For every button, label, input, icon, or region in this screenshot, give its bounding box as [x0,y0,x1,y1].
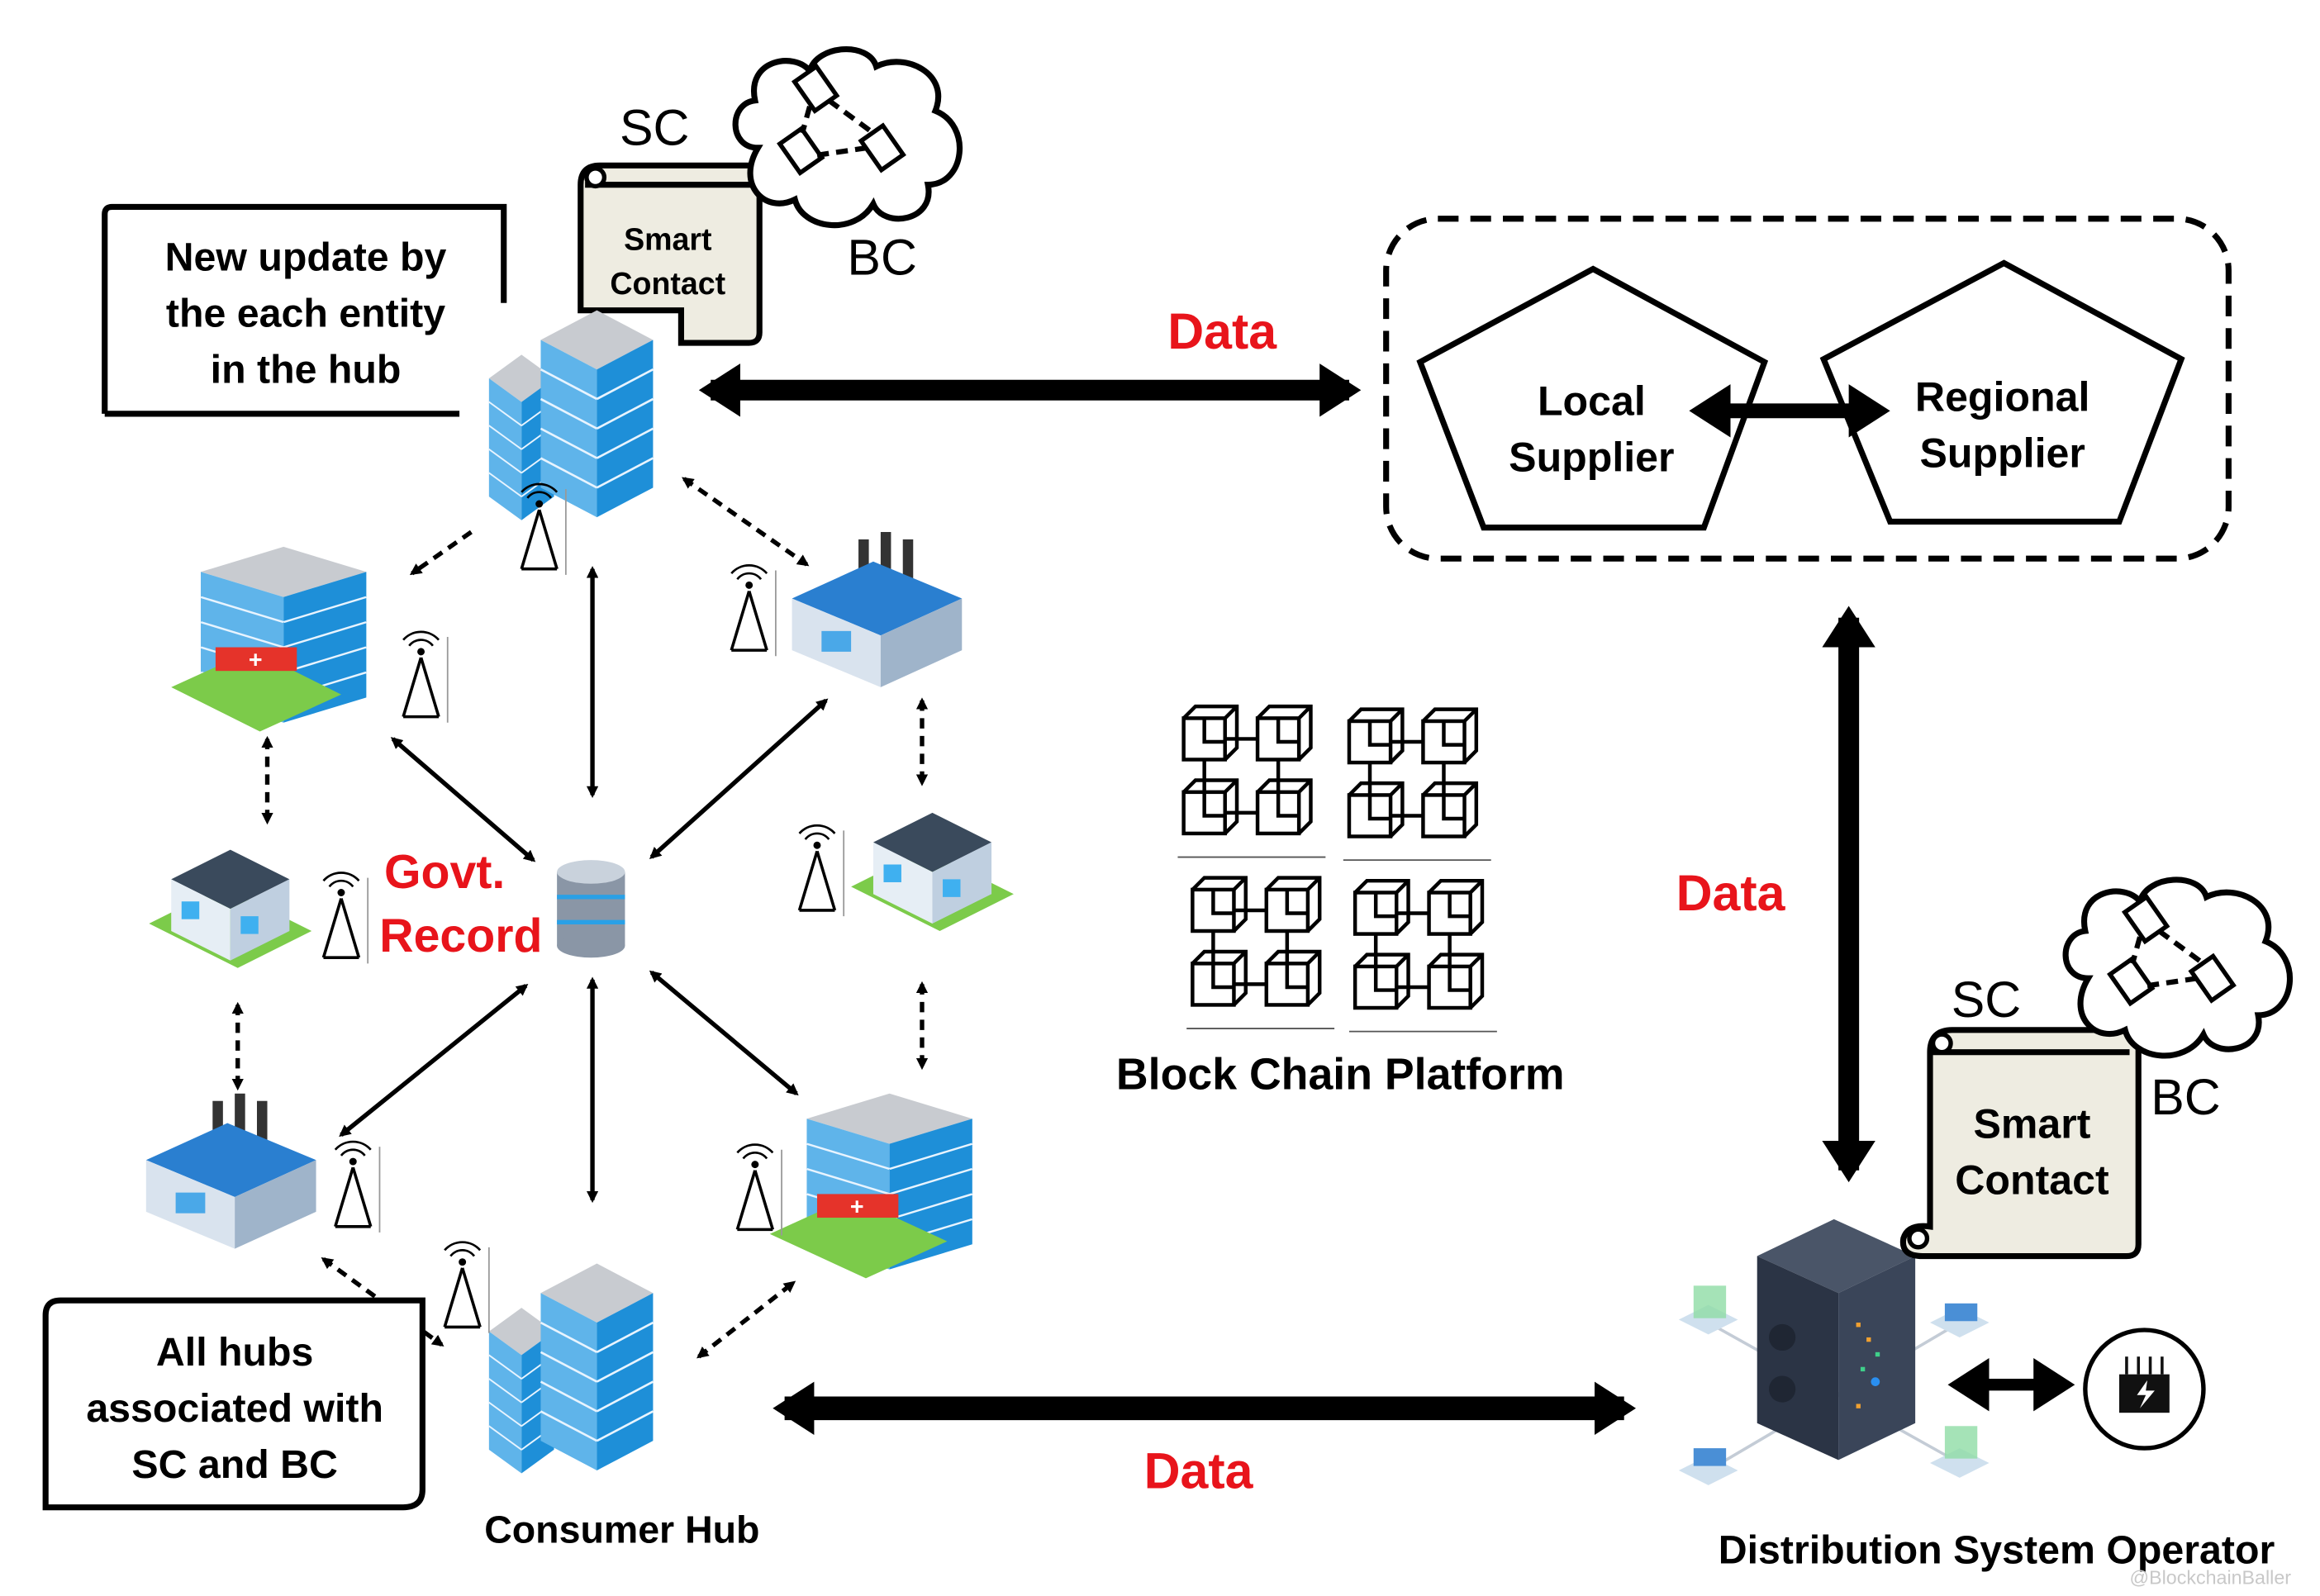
govt-record-line-2: Record [379,910,542,962]
note-bottom-line-1: All hubs [156,1330,314,1375]
data-label-top: Data [1167,303,1277,359]
house-icon [851,812,1014,931]
note-bottom-line-3: SC and BC [131,1442,338,1487]
antenna-tower-icon [402,630,449,724]
house-icon [149,849,312,968]
note-top-line-2: the each entity [166,291,445,335]
antenna-tower-icon [443,1240,491,1335]
hospital-icon: + [171,545,368,732]
note-top-line-3: in the hub [211,347,402,392]
note-top: New update by the each entity in the hub [102,203,507,417]
sc-label: SC [1952,971,2021,1028]
cloud-blockchain-icon [735,50,959,226]
bc-label: BC [2151,1069,2220,1125]
hub-connections [231,477,929,1359]
server-icon [1678,1218,1990,1485]
antenna-tower-icon [735,1142,783,1237]
top-smart-contract: SC Smart Contact BC [578,50,960,346]
regional-supplier-line-2: Supplier [1919,430,2085,476]
scroll-line-1: Smart [1973,1100,2090,1147]
antenna-tower-icon [334,1140,382,1234]
scroll-icon [1899,1027,2142,1260]
svg-text:+: + [249,648,263,674]
hospital-icon: + [769,1091,974,1279]
antenna-tower-icon [321,871,369,966]
bc-label: BC [847,230,916,286]
data-label-right: Data [1676,865,1786,921]
database-icon [557,860,625,958]
consumer-hub-label: Consumer Hub [484,1508,759,1551]
blockchain-platform-label: Block Chain Platform [1116,1049,1565,1099]
note-bottom-line-2: associated with [86,1386,383,1431]
sc-label: SC [620,99,689,155]
watermark: @BlockchainBaller [2130,1567,2292,1589]
supplier-group: Local Supplier Regional Supplier [1383,216,2232,562]
scroll-line-2: Contact [610,266,725,301]
antenna-tower-icon [730,563,777,658]
note-bottom: All hubs associated with SC and BC [42,1297,425,1511]
office-building-icon [487,309,654,521]
cloud-blockchain-icon [2066,880,2289,1056]
local-supplier-shape [1416,265,1769,531]
antenna-tower-icon [797,824,845,918]
blockchain-cubes-icon [1177,706,1496,1032]
data-label-bottom: Data [1144,1442,1254,1499]
scroll-line-2: Contact [1955,1157,2109,1203]
local-supplier-line-2: Supplier [1509,435,1674,481]
regional-supplier-shape [1819,259,2185,525]
local-supplier-line-1: Local [1538,378,1646,425]
govt-record-line-1: Govt. [384,846,505,899]
factory-icon [792,532,963,687]
scroll-line-1: Smart [624,221,712,256]
regional-supplier-line-1: Regional [1915,373,2089,420]
factory-icon [145,1093,316,1249]
consumer-hub-building-icon [487,1262,654,1475]
transformer-icon [2083,1328,2206,1451]
note-top-line-1: New update by [165,235,447,279]
dso-label: Distribution System Operator [1719,1528,2275,1573]
svg-text:+: + [850,1194,864,1220]
dso-smart-contract: SC Smart Contact BC [1899,880,2289,1260]
